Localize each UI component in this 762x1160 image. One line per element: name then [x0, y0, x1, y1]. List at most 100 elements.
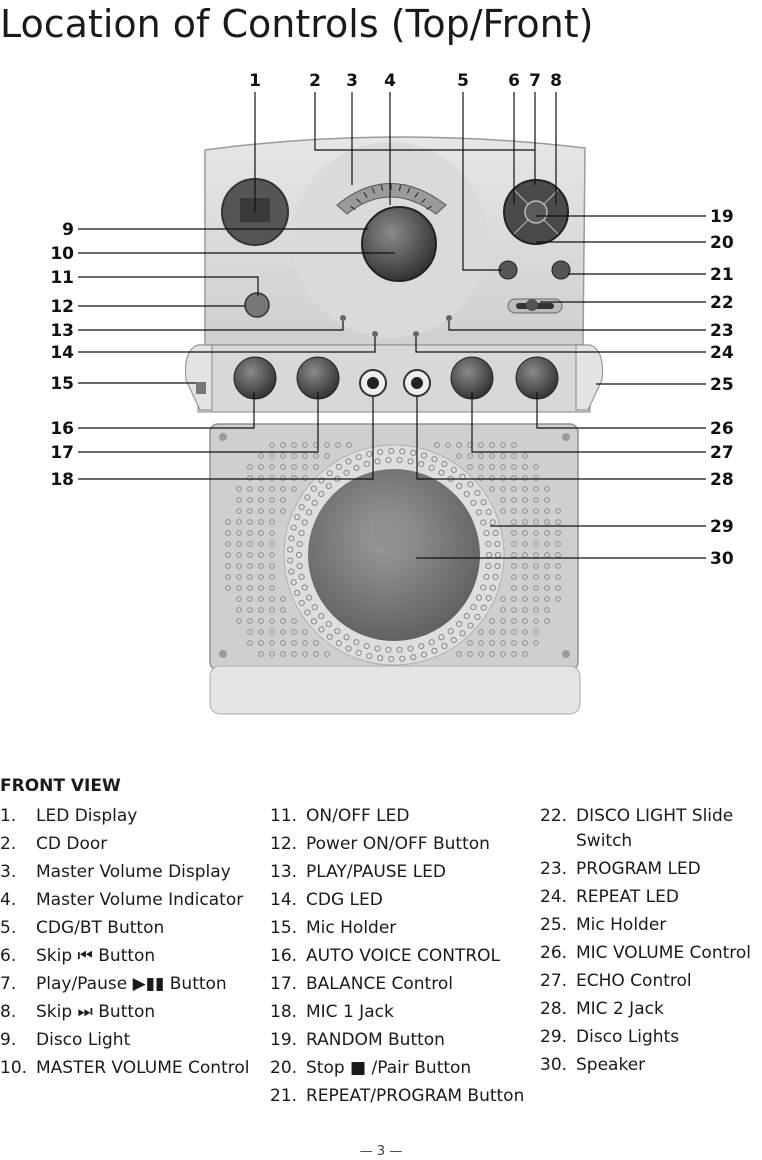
- grille-hole: [522, 563, 528, 569]
- callout-9: 9: [62, 220, 74, 240]
- grille-hole: [533, 596, 539, 602]
- disco-light-dot: [287, 557, 294, 564]
- disco-light-dot: [483, 529, 490, 537]
- grille-hole: [247, 508, 253, 514]
- legend-number: 10.: [0, 1058, 28, 1078]
- legend-item: 13.PLAY/PAUSE LED: [270, 860, 535, 885]
- callout-4: 4: [384, 71, 396, 91]
- master-volume-display: [336, 183, 447, 215]
- legend-number: 22.: [540, 806, 568, 826]
- grille-hole: [291, 629, 297, 635]
- disco-light-dot: [345, 645, 352, 652]
- grille-hole: [555, 508, 561, 514]
- grille-hole: [291, 640, 297, 646]
- callout-26: 26: [710, 419, 734, 439]
- grille-hole: [489, 618, 495, 624]
- legend-label: Disco Lights: [576, 1027, 680, 1047]
- grille-hole: [500, 497, 506, 503]
- leader-lines: [78, 92, 706, 559]
- legend-number: 3.: [0, 862, 17, 882]
- disco-light-dot: [311, 499, 318, 506]
- grille-hole: [313, 464, 319, 470]
- grille-hole: [247, 486, 253, 492]
- legend-item: 19.RANDOM Button: [270, 1028, 535, 1053]
- legend-number: 15.: [270, 918, 298, 938]
- grille-hole: [225, 574, 231, 580]
- grille-hole: [544, 618, 550, 624]
- grille-hole: [489, 464, 495, 470]
- grille-hole: [236, 497, 242, 503]
- grille-hole: [302, 640, 308, 646]
- auto-voice-control-knob: [233, 356, 277, 400]
- grille-hole: [544, 486, 550, 492]
- legend-item: 3.Master Volume Display: [0, 860, 265, 885]
- disco-light-dot: [306, 594, 313, 601]
- page-number: — 3 —: [359, 1144, 403, 1159]
- legend-number: 1.: [0, 806, 17, 826]
- grille-hole: [500, 464, 506, 470]
- callout-8: 8: [550, 71, 562, 91]
- grille-hole: [533, 464, 539, 470]
- legend-label: Mic Holder: [306, 918, 397, 938]
- callout-7: 7: [529, 71, 541, 91]
- grille-hole: [225, 552, 231, 558]
- grille-hole: [500, 640, 506, 646]
- grille-hole: [555, 596, 561, 602]
- legend-column-3: 22.DISCO LIGHT Slide Switch 23.PROGRAM L…: [540, 804, 762, 1081]
- disco-light-dot: [475, 594, 482, 601]
- callout-17: 17: [50, 443, 74, 463]
- gauge-tick: [398, 184, 402, 191]
- grille-hole: [247, 596, 253, 602]
- grille-hole: [544, 563, 550, 569]
- disco-light-dot: [428, 639, 435, 646]
- grille-hole: [555, 552, 561, 558]
- grille-hole: [544, 596, 550, 602]
- grille-hole: [280, 475, 286, 481]
- grille-hole: [511, 442, 517, 448]
- legend-number: 23.: [540, 859, 568, 879]
- disco-light-dot: [480, 519, 487, 526]
- grille-hole: [478, 640, 484, 646]
- grille-hole: [533, 475, 539, 481]
- disco-light-dot: [483, 573, 490, 581]
- grille-hole: [500, 618, 506, 624]
- gauge-tick: [420, 198, 426, 204]
- legend-item: 23.PROGRAM LED: [540, 857, 762, 882]
- grille-hole: [555, 541, 561, 547]
- grille-hole: [269, 596, 275, 602]
- grille-hole: [478, 464, 484, 470]
- grille-hole: [313, 453, 319, 459]
- grille-hole: [302, 651, 308, 657]
- grille-hole: [291, 453, 297, 459]
- grille-hole: [533, 585, 539, 591]
- grille-hole: [258, 618, 264, 624]
- legend-item: 24.REPEAT LED: [540, 885, 762, 910]
- grille-hole: [269, 563, 275, 569]
- disco-light-dot: [325, 482, 332, 489]
- grille-hole: [258, 596, 264, 602]
- grille-hole: [269, 651, 275, 657]
- grille-hole: [236, 596, 242, 602]
- callout-15: 15: [50, 374, 74, 394]
- legend-label: Skip ⏮ Button: [36, 946, 156, 966]
- grille-hole: [511, 607, 517, 613]
- gauge-tick: [363, 192, 368, 198]
- disco-light-dot: [480, 499, 487, 506]
- legend-column-2: 11.ON/OFF LED 12.Power ON/OFF Button 13.…: [270, 804, 535, 1112]
- grille-hole: [247, 563, 253, 569]
- disco-light-dot: [450, 466, 457, 473]
- callout-24: 24: [710, 343, 734, 363]
- disco-light-dot: [492, 529, 499, 537]
- grille-hole: [533, 519, 539, 525]
- grille-hole: [500, 596, 506, 602]
- grille-hole: [258, 497, 264, 503]
- callout-28: 28: [710, 470, 734, 490]
- grille-hole: [500, 508, 506, 514]
- grille-hole: [291, 486, 297, 492]
- grille-hole: [500, 475, 506, 481]
- callout-6: 6: [508, 71, 520, 91]
- grille-hole: [533, 508, 539, 514]
- grille-hole: [258, 453, 264, 459]
- grille-hole: [269, 585, 275, 591]
- grille-hole: [511, 574, 517, 580]
